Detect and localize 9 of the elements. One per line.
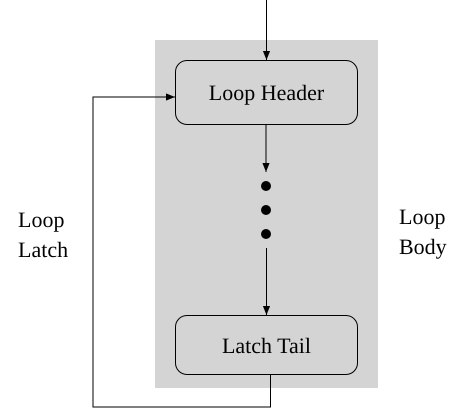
process-box [175, 60, 358, 125]
box-label: Latch Tail [222, 332, 312, 360]
arrow [262, 124, 270, 172]
arrow [92, 93, 271, 408]
region-label: Loop Body [399, 203, 448, 261]
arrow [262, 248, 270, 316]
box-label: Loop Header [208, 79, 324, 107]
arrow [262, 0, 270, 60]
process-box [175, 315, 358, 375]
